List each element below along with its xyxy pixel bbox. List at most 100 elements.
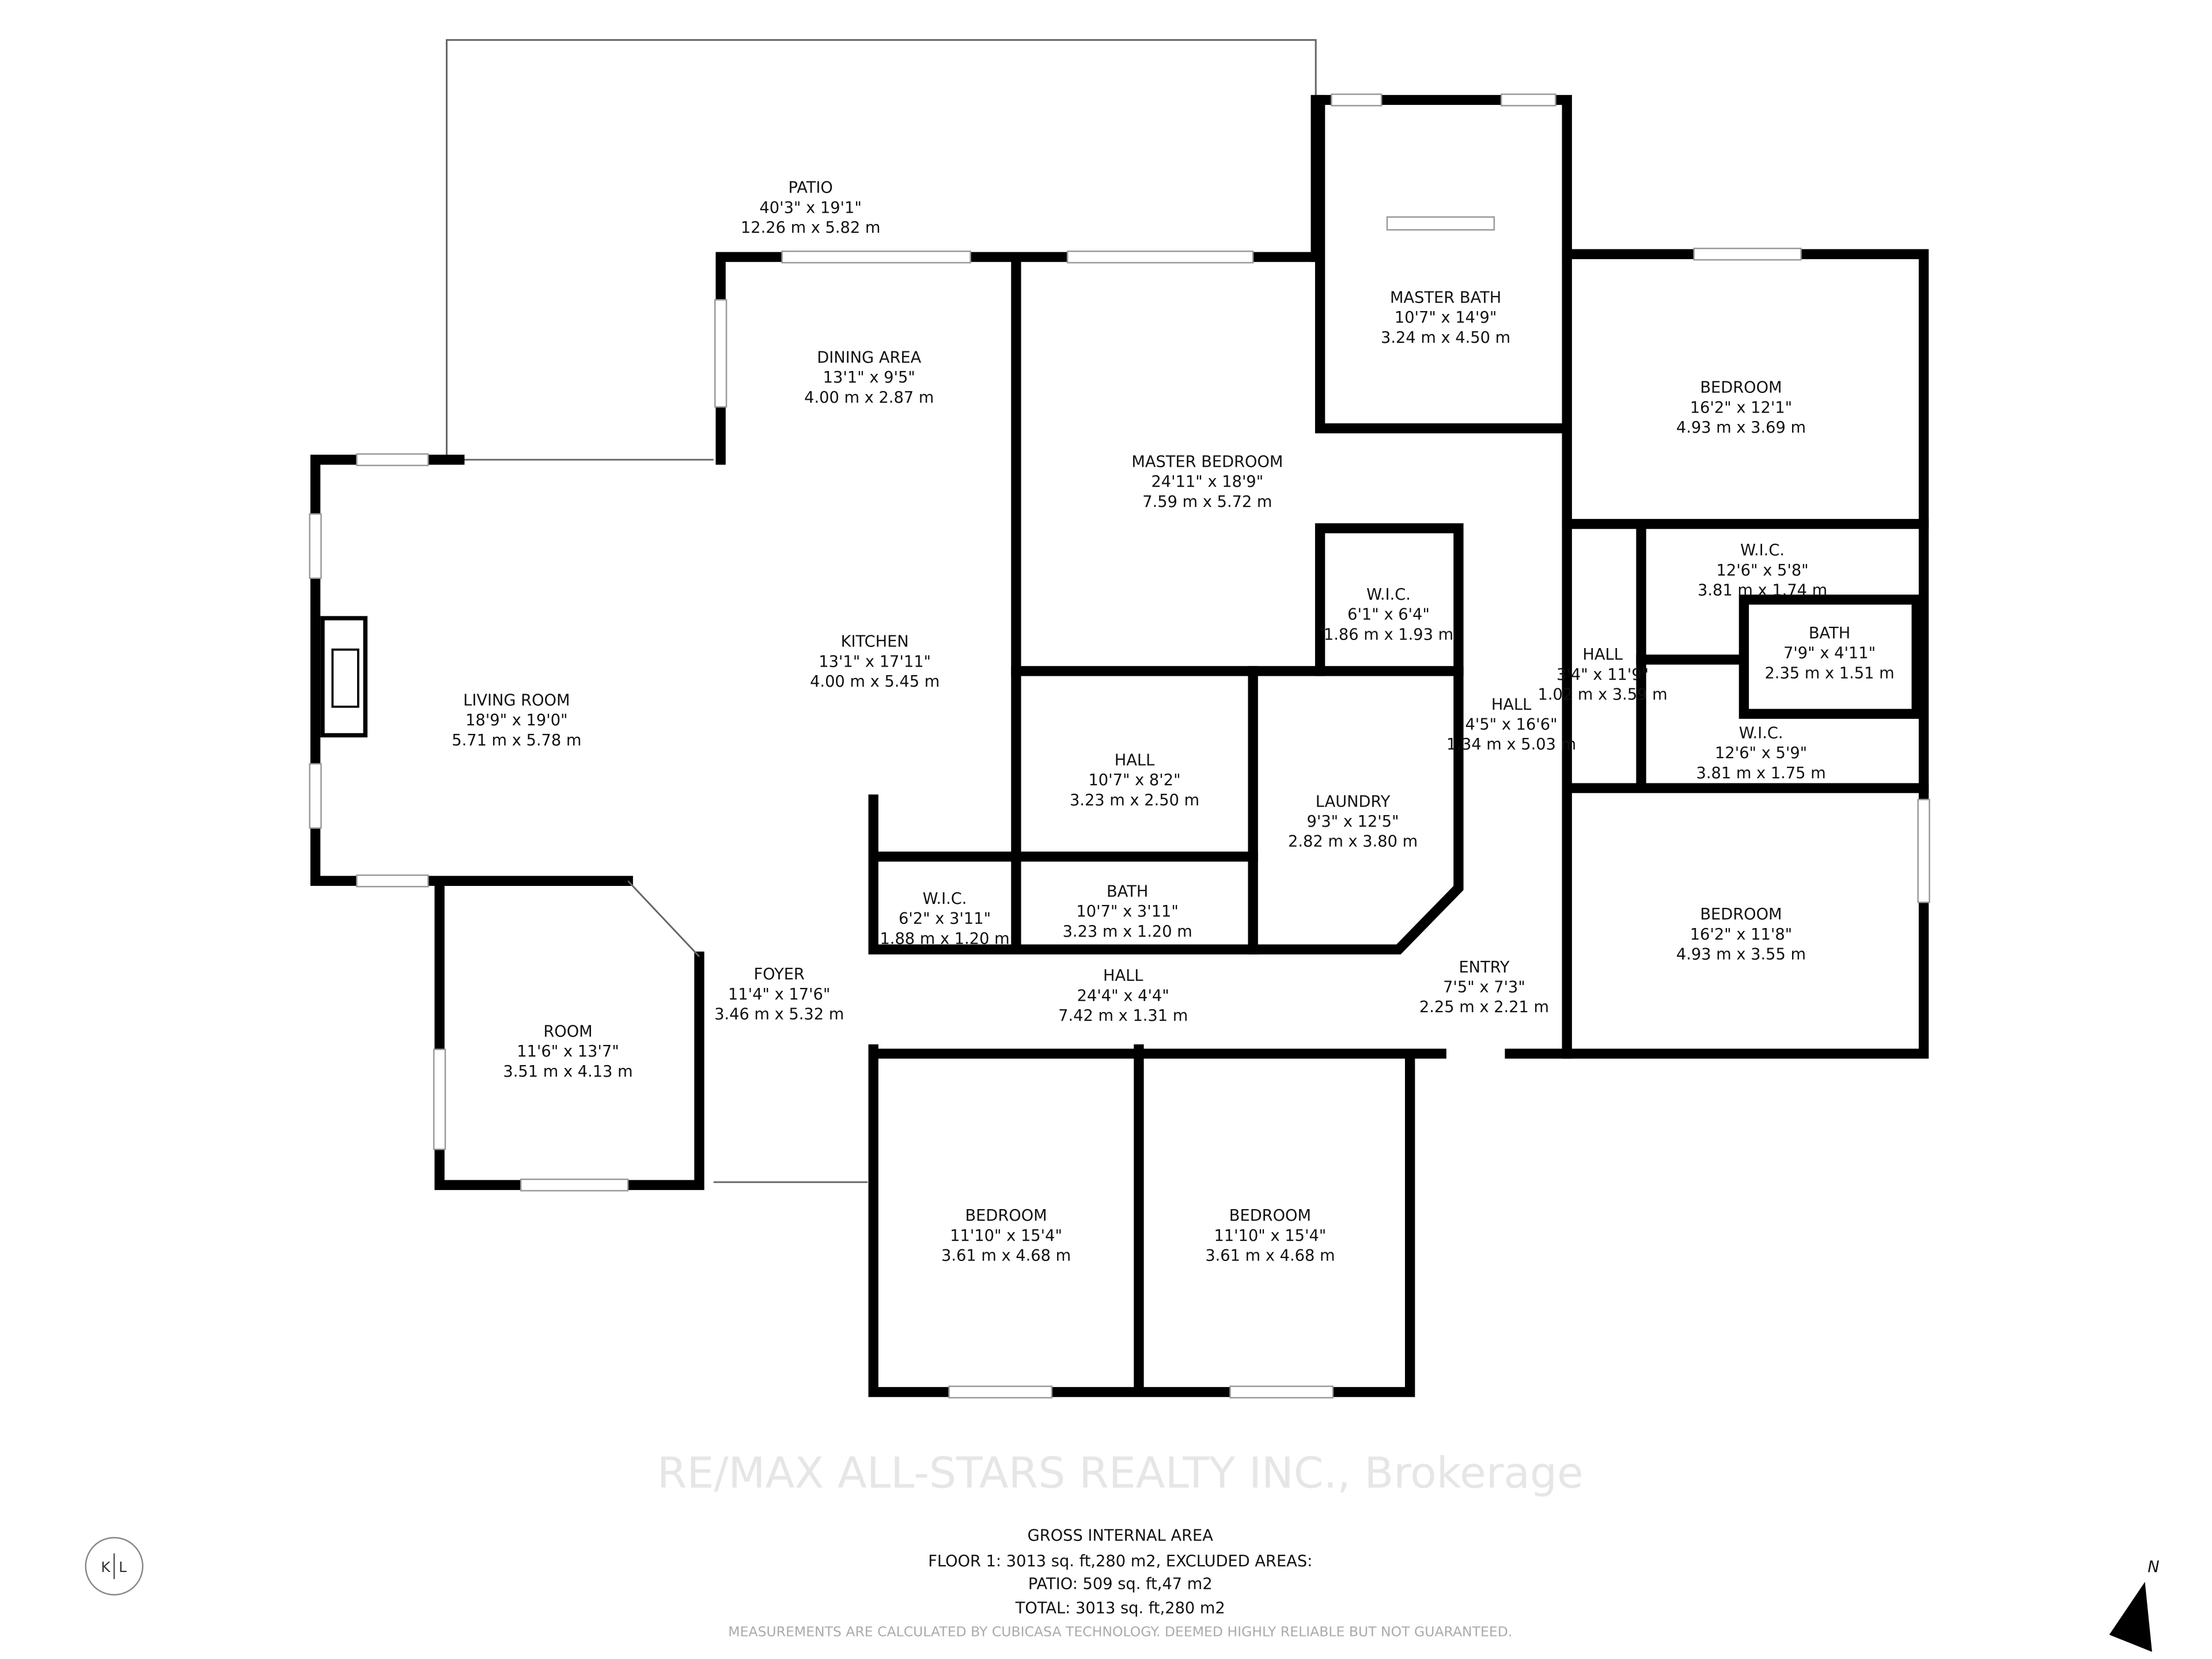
room-name: BEDROOM (1229, 1207, 1311, 1225)
watermark: RE/MAX ALL-STARS REALTY INC., Brokerage (657, 1448, 1584, 1498)
logo-letter: L (119, 1559, 127, 1575)
room-dim-imperial: 24'4" x 4'4" (1077, 987, 1169, 1005)
room-label: HALL 24'4" x 4'4" 7.42 m x 1.31 m (1058, 967, 1188, 1025)
room-name: ENTRY (1459, 959, 1509, 976)
room-name: BATH (1809, 624, 1850, 642)
room-label: ROOM 11'6" x 13'7" 3.51 m x 4.13 m (503, 1022, 632, 1080)
room-dim-metric: 4.93 m x 3.69 m (1676, 419, 1806, 437)
room-dim-imperial: 9'3" x 12'5" (1307, 813, 1399, 831)
room-dim-imperial: 12'6" x 5'9" (1715, 744, 1807, 762)
room-label: ENTRY 7'5" x 7'3"2.25 m x 2.21 m (1419, 959, 1549, 1016)
room-dim-imperial: 11'10" x 15'4" (1214, 1227, 1326, 1245)
room-dim-metric: 7.42 m x 1.31 m (1058, 1007, 1188, 1025)
room-dim-metric: 3.46 m x 5.32 m (714, 1006, 844, 1024)
room-dim-imperial: 10'7" x 3'11" (1076, 903, 1178, 921)
room-dim-imperial: 13'1" x 17'11" (819, 653, 931, 671)
windows (309, 93, 1930, 1399)
disclaimer: MEASUREMENTS ARE CALCULATED BY CUBICASA … (728, 1623, 1512, 1639)
room-dim-imperial: 40'3" x 19'1" (759, 199, 861, 217)
room-name: HALL (1103, 967, 1143, 985)
room-name: FOYER (753, 965, 804, 983)
room-label: BEDROOM 16'2" x 12'1" 4.93 m x 3.69 m (1676, 379, 1806, 437)
logo-letter: K (101, 1559, 111, 1575)
room-dim-metric: 3.51 m x 4.13 m (503, 1063, 632, 1081)
north-arrow-icon: N (2109, 1558, 2160, 1652)
room-dim-metric: 3.23 m x 2.50 m (1070, 791, 1199, 809)
room-name: W.I.C. (1366, 586, 1411, 604)
room-name: HALL (1582, 646, 1623, 664)
room-label: BATH 10'7" x 3'11" 3.23 m x 1.20 m (1063, 882, 1192, 940)
room-dim-imperial: 3'4" x 11'9" (1556, 666, 1649, 684)
room-dim-imperial: 7'5" x 7'3" (1443, 979, 1525, 997)
room-dim-imperial: 6'1" x 6'4" (1347, 606, 1430, 624)
room-name: BEDROOM (965, 1207, 1047, 1225)
area-floor: FLOOR 1: 3013 sq. ft,280 m2, EXCLUDED AR… (928, 1552, 1312, 1570)
room-dim-imperial: 13'1" x 9'5" (823, 369, 915, 387)
room-label: W.I.C.12'6" x 5'9"3.81 m x 1.75 m (1696, 724, 1826, 782)
room-name: DINING AREA (817, 349, 921, 367)
room-dim-metric: 3.61 m x 4.68 m (941, 1247, 1071, 1264)
room-dim-metric: 3.61 m x 4.68 m (1205, 1247, 1335, 1264)
area-total: TOTAL: 3013 sq. ft,280 m2 (1015, 1600, 1225, 1618)
room-label: MASTER BEDROOM 24'11" x 18'9" 7.59 m x 5.7… (1131, 453, 1283, 510)
room-label: W.I.C.12'6" x 5'8"3.81 m x 1.74 m (1698, 541, 1827, 599)
room-dim-imperial: 11'4" x 17'6" (728, 986, 830, 1003)
room-dim-imperial: 24'11" x 18'9" (1151, 473, 1263, 491)
room-dim-metric: 5.71 m x 5.78 m (452, 732, 581, 749)
room-name: HALL (1115, 751, 1155, 769)
room-dim-metric: 4.93 m x 3.55 m (1676, 946, 1806, 964)
room-dim-imperial: 16'2" x 11'8" (1690, 926, 1792, 944)
walls (310, 94, 1929, 1397)
room-name: MASTER BEDROOM (1131, 453, 1283, 471)
room-name: W.I.C. (1739, 724, 1783, 742)
room-dim-imperial: 11'6" x 13'7" (517, 1043, 619, 1060)
room-label: HALL 3'4" x 11'9"1.02 m x 3.59 m (1538, 646, 1668, 703)
room-dim-imperial: 10'7" x 14'9" (1395, 309, 1497, 327)
room-dim-metric: 3.23 m x 1.20 m (1063, 923, 1192, 941)
room-name: BEDROOM (1700, 906, 1782, 923)
room-dim-imperial: 11'10" x 15'4" (950, 1227, 1062, 1245)
room-dim-imperial: 10'7" x 8'2" (1088, 771, 1180, 789)
room-name: BATH (1107, 882, 1148, 900)
room-label: BEDROOM 11'10" x 15'4" 3.61 m x 4.68 m (1205, 1207, 1335, 1264)
room-name: W.I.C. (923, 890, 967, 908)
room-name: ROOM (543, 1022, 592, 1040)
room-dim-imperial: 6'2" x 3'11" (899, 910, 991, 928)
room-dim-metric: 3.24 m x 4.50 m (1381, 329, 1510, 347)
room-name: KITCHEN (841, 633, 909, 651)
room-dim-metric: 4.00 m x 2.87 m (804, 389, 934, 407)
room-dim-imperial: 16'2" x 12'1" (1690, 399, 1792, 416)
room-dim-metric: 7.59 m x 5.72 m (1142, 493, 1272, 511)
room-label: W.I.C. 6'2" x 3'11" 1.88 m x 1.20 m (880, 890, 1009, 948)
room-labels: PATIO 40'3" x 19'1" 12.26 m x 5.82 m DININ… (452, 179, 1894, 1265)
room-label: PATIO 40'3" x 19'1" 12.26 m x 5.82 m (741, 179, 881, 237)
room-dim-imperial: 12'6" x 5'8" (1717, 562, 1809, 579)
footer: RE/MAX ALL-STARS REALTY INC., Brokerage … (657, 1448, 1584, 1640)
room-label: LIVING ROOM 18'9" x 19'0" 5.71 m x 5.78 m (452, 691, 581, 749)
room-label: FOYER 11'4" x 17'6" 3.46 m x 5.32 m (714, 965, 844, 1023)
room-label: BEDROOM 11'10" x 15'4" 3.61 m x 4.68 m (941, 1207, 1071, 1264)
room-dim-imperial: 18'9" x 19'0" (465, 711, 567, 729)
room-label: W.I.C.6'1" x 6'4"1.86 m x 1.93 m (1324, 586, 1453, 643)
room-name: LIVING ROOM (463, 691, 570, 709)
room-label: MASTER BATH 10'7" x 14'9" 3.24 m x 4.50 m (1381, 289, 1510, 346)
room-name: BEDROOM (1700, 379, 1782, 397)
fireplace-icon (320, 616, 368, 738)
logo: K L (85, 1537, 143, 1596)
room-name: HALL (1491, 696, 1532, 714)
room-name: MASTER BATH (1390, 289, 1501, 306)
room-name: PATIO (789, 179, 833, 197)
room-dim-metric: 12.26 m x 5.82 m (741, 219, 881, 237)
room-dim-metric: 1.34 m x 5.03 m (1446, 736, 1576, 753)
door-swing (627, 880, 700, 957)
room-dim-metric: 1.88 m x 1.20 m (880, 930, 1009, 948)
room-dim-metric: 1.02 m x 3.59 m (1538, 685, 1668, 703)
room-dim-metric: 2.25 m x 2.21 m (1419, 998, 1549, 1016)
room-dim-metric: 2.82 m x 3.80 m (1288, 833, 1418, 851)
room-label: BEDROOM 16'2" x 11'8" 4.93 m x 3.55 m (1676, 906, 1806, 963)
